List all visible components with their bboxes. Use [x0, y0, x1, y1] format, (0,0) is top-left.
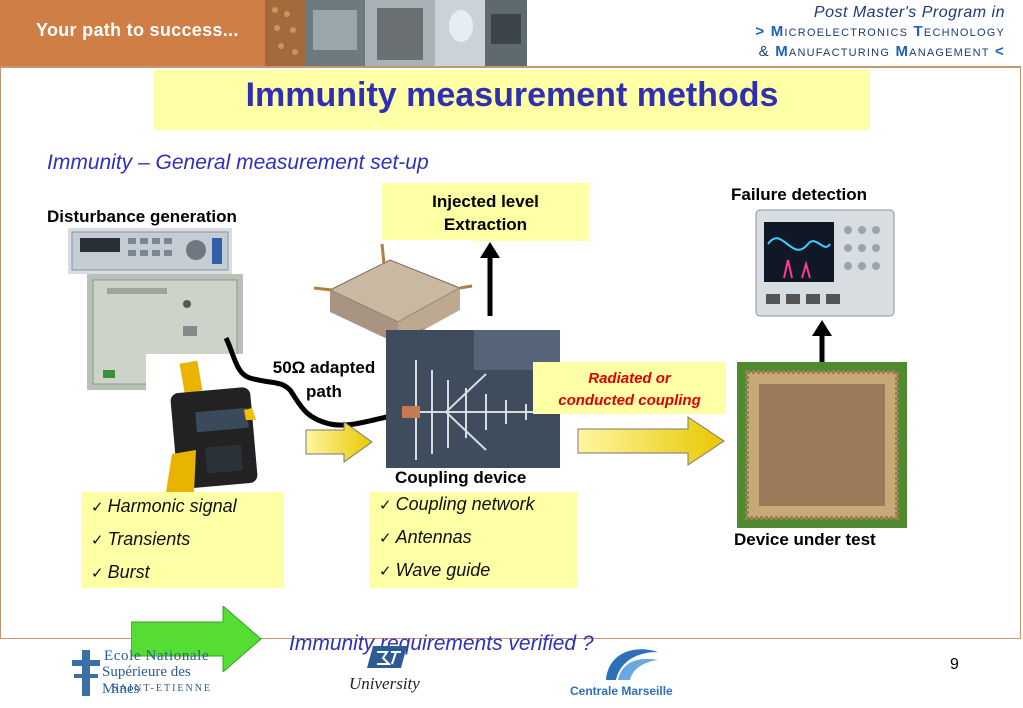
- program-line2: > Microelectronics Technology: [755, 22, 1005, 42]
- check-icon: ✓: [379, 563, 392, 580]
- list-item: ✓Burst: [91, 562, 150, 583]
- list-item-label: Burst: [107, 562, 150, 582]
- list-item: ✓Coupling network: [379, 494, 535, 515]
- title-highlight: [154, 70, 870, 130]
- mines-emblem-icon: [72, 650, 100, 696]
- coupling-device-label: Coupling device: [395, 468, 527, 487]
- check-icon: ✓: [91, 499, 104, 516]
- program-cap: M: [895, 43, 910, 60]
- program-word: anagement: [909, 43, 990, 60]
- program-cap: M: [770, 23, 785, 40]
- logo1-line3: SAINT-ETIENNE: [112, 683, 213, 694]
- coupling-to-dut-arrow: [577, 416, 725, 466]
- coupling-mode-label: Radiated or conducted coupling: [533, 368, 726, 412]
- disturbance-types-list: ✓Harmonic signal ✓Transients ✓Burst: [81, 492, 284, 588]
- program-line3: & Manufacturing Management <: [755, 42, 1005, 62]
- green-arrow-icon: [131, 606, 262, 672]
- signal-generator-image: [68, 228, 232, 274]
- logo3-text: Centrale Marseille: [570, 684, 673, 698]
- check-icon: ✓: [91, 565, 104, 582]
- antenna-image: [386, 330, 560, 468]
- list-item-label: Transients: [107, 529, 191, 549]
- cable-path: [223, 336, 393, 428]
- slide-subtitle: Immunity – General measurement set-up: [47, 151, 429, 174]
- program-arrow-right: >: [755, 23, 766, 40]
- list-item: ✓Wave guide: [379, 560, 490, 581]
- coupling-types-list: ✓Coupling network ✓Antennas ✓Wave guide: [369, 492, 577, 588]
- coupling-mode-highlight: [533, 362, 726, 414]
- oscilloscope-image: [752, 204, 898, 322]
- program-cap: T: [913, 23, 924, 40]
- verification-question: Immunity requirements verified ?: [289, 632, 594, 655]
- injected-level-arrow: [480, 242, 500, 316]
- coupling-line2: conducted coupling: [558, 392, 701, 409]
- program-ampersand: &: [758, 43, 770, 60]
- page-number: 9: [950, 656, 959, 673]
- list-item-label: Harmonic signal: [107, 496, 237, 516]
- logo1-line1: Ecole Nationale: [104, 648, 210, 664]
- check-icon: ✓: [91, 532, 104, 549]
- logo2-text: University: [349, 674, 420, 693]
- list-item-label: Coupling network: [395, 494, 535, 514]
- list-item-label: Wave guide: [395, 560, 491, 580]
- header-banner: [0, 0, 265, 66]
- coupling-line1: Radiated or: [588, 370, 671, 387]
- header-photo-strip: [265, 0, 527, 66]
- list-item: ✓Harmonic signal: [91, 496, 237, 517]
- list-item: ✓Transients: [91, 529, 190, 550]
- disturbance-to-coupling-arrow: [305, 421, 373, 463]
- program-line1: Post Master's Program in: [813, 4, 1005, 21]
- program-word: anufacturing: [788, 43, 891, 60]
- centrale-marseille-logo: Centrale Marseille: [570, 644, 688, 700]
- ecole-mines-logo: Ecole Nationale Supérieure des Mines SAI…: [72, 648, 227, 698]
- slide-frame: [0, 66, 1021, 639]
- program-word: icroelectronics: [784, 23, 909, 40]
- injected-line1: Injected level: [432, 192, 539, 211]
- path-line2: path: [306, 382, 342, 401]
- injected-line2: Extraction: [443, 215, 528, 234]
- logo1-line2: Supérieure des Mines: [102, 664, 191, 697]
- program-title: Post Master's Program in > Microelectron…: [755, 4, 1005, 62]
- disturbance-generation-label: Disturbance generation: [47, 207, 237, 226]
- path-line1: 50Ω adapted: [272, 358, 376, 377]
- program-word: echnology: [923, 23, 1005, 40]
- injected-level-label: Injected level Extraction: [382, 190, 589, 236]
- failure-detection-label: Failure detection: [731, 185, 868, 204]
- injected-level-highlight: [382, 183, 589, 241]
- tagline: Your path to success...: [36, 20, 239, 40]
- check-icon: ✓: [379, 530, 392, 547]
- program-arrow-left: <: [995, 43, 1005, 60]
- device-under-test-label: Device under test: [734, 530, 876, 549]
- adapted-path-label: 50Ω adapted path: [258, 356, 390, 404]
- list-item: ✓Antennas: [379, 527, 472, 548]
- device-under-test-image: [737, 362, 907, 528]
- st-logo-icon: [367, 646, 407, 668]
- st-university-logo: University: [345, 642, 425, 698]
- centrale-logo-icon: [606, 649, 658, 680]
- list-item-label: Antennas: [395, 527, 472, 547]
- check-icon: ✓: [379, 497, 392, 514]
- program-cap: M: [775, 43, 789, 60]
- slide-title: Immunity measurement methods: [245, 76, 779, 114]
